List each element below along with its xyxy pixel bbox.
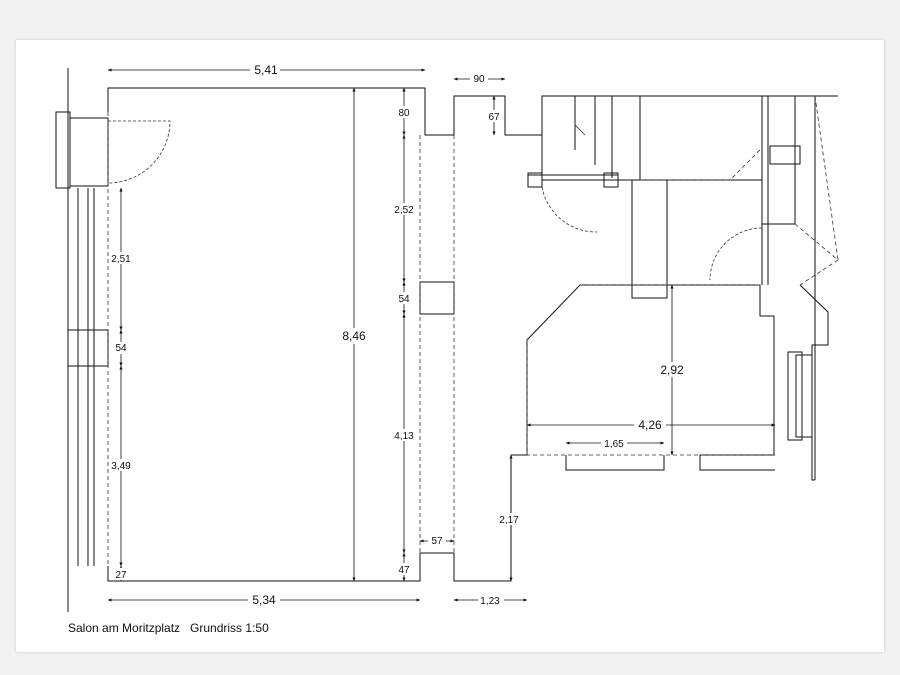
walls	[55, 68, 838, 612]
dim-left-54: 54	[115, 343, 127, 354]
plan-title: Salon am Moritzplatz	[68, 621, 181, 635]
dim-wall-80: 80	[398, 108, 410, 119]
dim-wall-4-13: 4,13	[394, 431, 414, 442]
dim-room-4-26: 4,26	[638, 418, 662, 432]
dim-window-1-65: 1,65	[604, 439, 624, 450]
door-swings	[107, 120, 763, 281]
dim-top-width: 5,41	[254, 63, 278, 77]
dim-passage-90: 90	[473, 74, 485, 85]
dim-left-27: 27	[115, 570, 127, 581]
dimension-labels: 5,41 5,34 8,46 80 2,52 54 4,13 47 2,51 5…	[109, 62, 687, 607]
drawing-sheet	[16, 40, 884, 652]
dim-wall-47: 47	[398, 565, 410, 576]
dim-left-3-49: 3,49	[111, 461, 131, 472]
dim-wall-2-52: 2,52	[394, 205, 414, 216]
dim-bottom-width: 5,34	[252, 593, 276, 607]
dim-room-2-92: 2,92	[660, 363, 684, 377]
dim-passage-67: 67	[488, 112, 500, 123]
plan-scale: Grundriss 1:50	[190, 621, 269, 635]
hidden-lines	[107, 95, 839, 566]
dim-bottom-1-23: 1,23	[480, 596, 500, 607]
dimension-lines	[107, 68, 776, 602]
plan-caption: Salon am Moritzplatz Grundriss 1:50	[68, 621, 279, 635]
dim-height-2-17: 2,17	[499, 515, 519, 526]
dim-left-2-51: 2,51	[111, 254, 131, 265]
dim-passage-57: 57	[431, 536, 443, 547]
dim-height-total: 8,46	[342, 329, 366, 343]
dim-wall-54-right: 54	[398, 294, 410, 305]
